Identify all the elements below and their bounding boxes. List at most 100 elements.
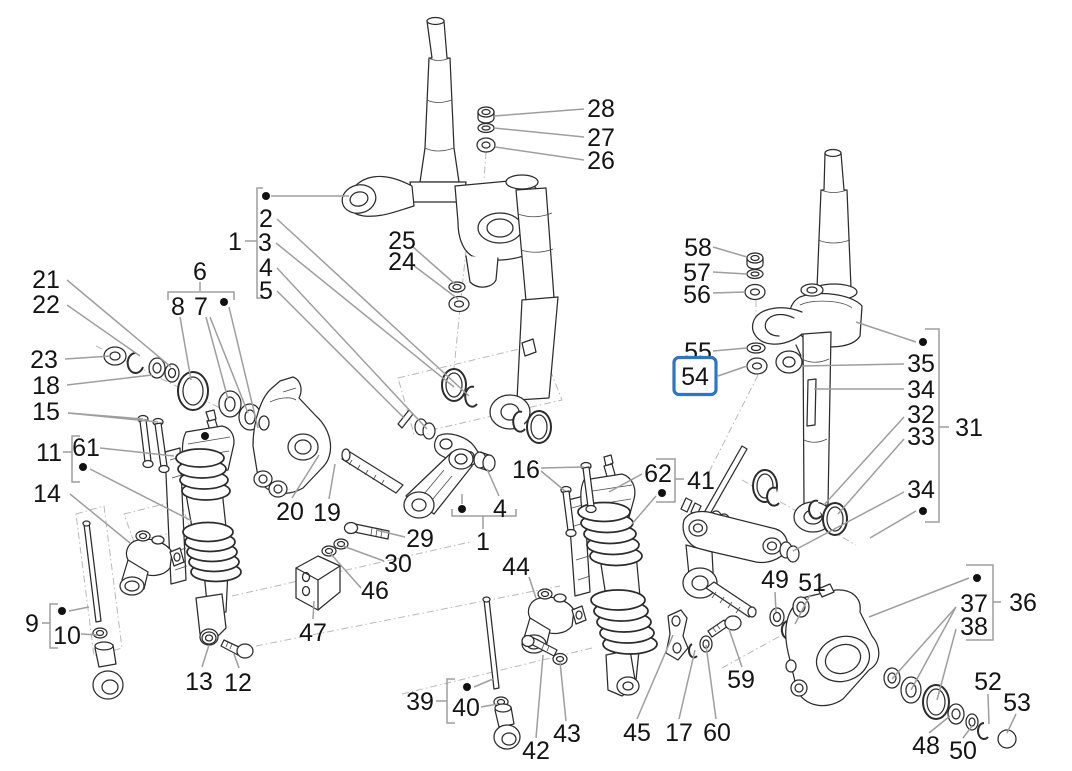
part-label-50[interactable]: 50	[949, 737, 977, 765]
part-label-13[interactable]: 13	[185, 668, 213, 696]
part-number: 23	[30, 346, 58, 374]
part-label-14[interactable]: 14	[33, 480, 61, 508]
part-label-62[interactable]: 62	[644, 460, 672, 488]
leader-line	[559, 661, 567, 722]
part-number: 24	[388, 248, 416, 276]
part-label-44[interactable]: 44	[502, 553, 530, 581]
part-label-4[interactable]: 4	[493, 495, 507, 523]
steering-nut-washer-stack-left	[448, 106, 496, 313]
part-number: 42	[522, 737, 550, 765]
part-number: 49	[761, 566, 789, 594]
part-label-5[interactable]: 5	[259, 277, 273, 305]
part-number: 32	[907, 401, 935, 429]
part-label-27[interactable]: 27	[587, 124, 615, 152]
part-label-35[interactable]: 35	[907, 350, 935, 378]
part-label-11[interactable]: 11	[36, 439, 62, 467]
part-label-30[interactable]: 30	[384, 550, 412, 578]
part-label-1[interactable]: 1	[476, 528, 490, 556]
part-label-4[interactable]: 4	[259, 254, 273, 282]
part-label-1[interactable]: 1	[228, 228, 242, 256]
part-label-16[interactable]: 16	[512, 456, 540, 484]
part-number: 50	[949, 737, 977, 765]
part-label-10[interactable]: 10	[53, 622, 81, 650]
leader-line	[64, 355, 112, 360]
part-label-6[interactable]: 6	[193, 258, 207, 286]
part-label-18[interactable]: 18	[32, 372, 60, 400]
part-label-2[interactable]: 2	[259, 205, 273, 233]
part-number: 9	[25, 610, 39, 638]
part-label-52[interactable]: 52	[974, 668, 1002, 696]
part-label-26[interactable]: 26	[587, 147, 615, 175]
part-label-43[interactable]: 43	[553, 720, 581, 748]
part-label-40[interactable]: 40	[452, 694, 480, 722]
part-label-8[interactable]: 8	[171, 293, 185, 321]
leader-line	[69, 493, 131, 544]
part-label-41[interactable]: 41	[687, 467, 715, 495]
part-number: 60	[703, 719, 731, 747]
leader-line	[936, 628, 957, 701]
part-label-17[interactable]: 17	[665, 719, 693, 747]
leader-line	[493, 127, 585, 138]
part-label-22[interactable]: 22	[32, 291, 60, 319]
leader-line	[68, 606, 90, 612]
part-label-38[interactable]: 38	[960, 613, 988, 641]
part-label-12[interactable]: 12	[224, 669, 252, 697]
part-label-36[interactable]: 36	[1009, 589, 1037, 617]
part-label-23[interactable]: 23	[30, 346, 58, 374]
part-label-24[interactable]: 24	[388, 248, 416, 276]
part-label-31[interactable]: 31	[955, 414, 983, 442]
group-bullet	[658, 489, 666, 497]
leader-line	[342, 545, 385, 562]
part-label-54[interactable]: 54	[672, 355, 718, 397]
part-label-7[interactable]: 7	[194, 293, 208, 321]
leader-line	[712, 271, 748, 275]
part-number: 1	[476, 528, 490, 556]
part-label-25[interactable]: 25	[388, 227, 416, 255]
part-label-47[interactable]: 47	[299, 619, 327, 647]
part-number: 22	[32, 291, 60, 319]
part-label-32[interactable]: 32	[907, 401, 935, 429]
part-number: 35	[907, 350, 935, 378]
bolt-29-washers	[321, 521, 390, 557]
part-number: 18	[32, 372, 60, 400]
leader-line	[636, 634, 674, 720]
part-label-34[interactable]: 34	[907, 376, 935, 404]
leader-line	[291, 454, 320, 499]
part-label-56[interactable]: 56	[683, 281, 711, 309]
part-label-21[interactable]: 21	[32, 266, 60, 294]
part-label-28[interactable]: 28	[587, 95, 615, 123]
steering-knuckle-left	[252, 376, 332, 498]
part-label-3[interactable]: 3	[258, 229, 272, 257]
leader-line	[412, 264, 459, 300]
part-label-42[interactable]: 42	[522, 737, 550, 765]
part-number: 3	[258, 229, 272, 257]
leader-line	[540, 466, 585, 469]
part-label-46[interactable]: 46	[361, 577, 389, 605]
part-label-34[interactable]: 34	[907, 476, 935, 504]
part-label-53[interactable]: 53	[1003, 689, 1031, 717]
part-label-61[interactable]: 61	[72, 434, 100, 462]
part-label-48[interactable]: 48	[912, 732, 940, 760]
part-label-37[interactable]: 37	[960, 590, 988, 618]
group-bullet	[973, 574, 981, 582]
part-label-29[interactable]: 29	[406, 525, 434, 553]
part-label-49[interactable]: 49	[761, 566, 789, 594]
part-label-33[interactable]: 33	[907, 423, 935, 451]
part-label-39[interactable]: 39	[406, 688, 434, 716]
part-label-19[interactable]: 19	[313, 499, 341, 527]
leader-line	[276, 267, 428, 430]
part-label-45[interactable]: 45	[623, 719, 651, 747]
part-label-58[interactable]: 58	[684, 234, 712, 262]
part-label-60[interactable]: 60	[703, 719, 731, 747]
part-label-20[interactable]: 20	[276, 498, 304, 526]
bracket-45-hardware	[665, 609, 742, 661]
part-label-59[interactable]: 59	[727, 666, 755, 694]
part-number: 47	[299, 619, 327, 647]
part-label-9[interactable]: 9	[25, 610, 39, 638]
bracket-47	[295, 555, 341, 611]
part-label-51[interactable]: 51	[798, 569, 826, 597]
part-number: 37	[960, 590, 988, 618]
part-label-57[interactable]: 57	[683, 259, 711, 287]
part-label-15[interactable]: 15	[32, 398, 60, 426]
leader-line	[925, 328, 940, 523]
